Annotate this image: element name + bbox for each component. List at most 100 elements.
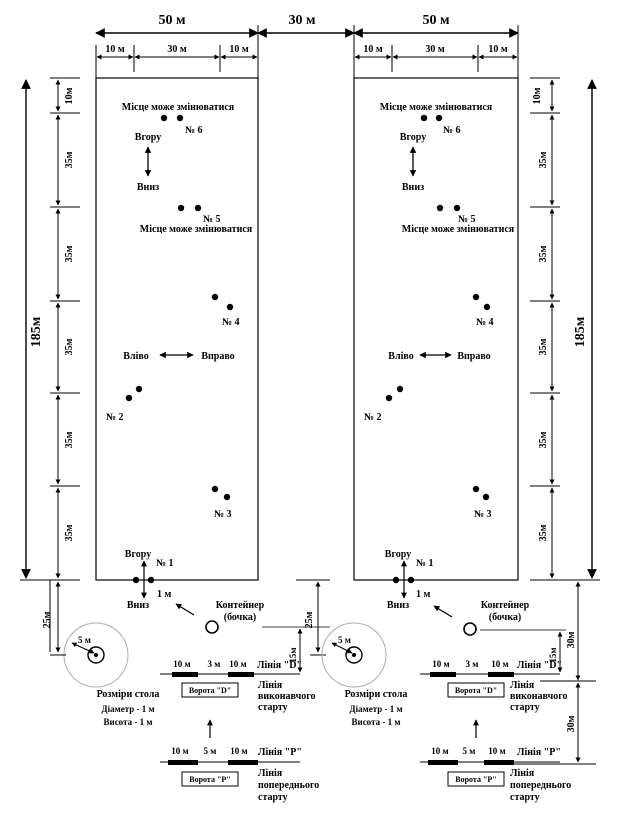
- exec-start-3-right: старту: [510, 702, 540, 713]
- dim-mid-v25: 25м: [304, 611, 315, 628]
- left-bottom-area: 5 м Розміри стола Діаметр - 1 м Висота -…: [50, 600, 330, 803]
- label-n4-left: № 4: [222, 317, 240, 328]
- pre-start-2-left: попереднього: [258, 780, 319, 791]
- course-left: [95, 77, 259, 581]
- dim-left-v35-5: 35м: [64, 524, 75, 541]
- place-may-change-5-left: Місце може змінюватися: [140, 224, 253, 235]
- gate-d-box-left: [181, 682, 239, 698]
- container-label1-right: Контейнер: [481, 600, 530, 611]
- label-n1-right: № 1: [416, 558, 434, 569]
- seg10-p2-left: 10 м: [230, 746, 247, 756]
- table-5m-right: 5 м: [338, 635, 351, 645]
- label-down-bottom-right: Вниз: [387, 600, 409, 611]
- gate-p-left: Ворота "Р": [189, 775, 230, 784]
- container-label2-left: (бочка): [224, 612, 257, 623]
- seg10-d2-left: 10 м: [229, 659, 246, 669]
- seg10-p1-right: 10 м: [431, 746, 448, 756]
- dim-15m-left: 15м: [288, 647, 298, 662]
- label-n3-right: № 3: [474, 509, 492, 520]
- label-n2-left: № 2: [106, 412, 124, 423]
- dim-right-v35-2: 35м: [538, 245, 549, 262]
- seg10-d1-left: 10 м: [173, 659, 190, 669]
- exec-start-1-right: Лінія: [510, 680, 535, 691]
- dim-right-30: 30 м: [425, 44, 445, 55]
- pre-start-1-left: Лінія: [258, 768, 283, 779]
- table-title-right: Розміри стола: [345, 689, 408, 700]
- left-course-contents: Місце може змінюватися № 6 Вгору Вниз № …: [106, 102, 253, 611]
- label-n2-right: № 2: [364, 412, 382, 423]
- dim-right-50: 50 м: [422, 13, 450, 28]
- line-d-post1-right: [430, 672, 456, 677]
- table-diam-right: Діаметр - 1 м: [349, 704, 402, 714]
- seg5-p-left: 5 м: [204, 746, 217, 756]
- table-diam-left: Діаметр - 1 м: [101, 704, 154, 714]
- table-5m-left: 5 м: [78, 635, 91, 645]
- gate-d-box-right: [447, 682, 505, 698]
- label-up-right: Вгору: [400, 132, 426, 143]
- top-dimensions: 50 м 30 м 50 м 10 м 30 м 10 м 10 м 30 м …: [95, 13, 519, 78]
- dim-left-30: 30 м: [167, 44, 187, 55]
- dim-left-v35-1: 35м: [64, 151, 75, 168]
- middle-dimension: 25м: [296, 579, 330, 656]
- dim-right-v35-3: 35м: [538, 338, 549, 355]
- label-down-left: Вниз: [137, 182, 159, 193]
- label-n3-left: № 3: [214, 509, 232, 520]
- seg10-p2-right: 10 м: [488, 746, 505, 756]
- gate-d-right: Ворота "D": [455, 686, 497, 695]
- label-right-right: Вправо: [457, 351, 490, 362]
- line-p-post2-left: [228, 760, 258, 765]
- label-down-right: Вниз: [402, 182, 424, 193]
- line-d-label-right: Лінія "D": [517, 660, 562, 671]
- line-d-label-left: Лінія "D": [257, 660, 302, 671]
- dim-left-50: 50 м: [158, 13, 186, 28]
- dim-right-v30b: 30м: [566, 715, 577, 732]
- seg10-d1-right: 10 м: [432, 659, 449, 669]
- seg3-d-right: 3 м: [466, 659, 479, 669]
- dim-left-v35-4: 35м: [64, 431, 75, 448]
- label-1m-right: 1 м: [416, 589, 431, 600]
- place-may-change-6-left: Місце може змінюватися: [122, 102, 235, 113]
- container-barrel-right: [463, 622, 477, 636]
- gate-p-right: Ворота "Р": [455, 775, 496, 784]
- exec-start-3-left: старту: [258, 702, 288, 713]
- dim-left-v35-2: 35м: [64, 245, 75, 262]
- table-height-left: Висота - 1 м: [104, 717, 153, 727]
- pre-start-1-right: Лінія: [510, 768, 535, 779]
- left-vertical-dimensions: 185м 10м 35м 35м 35м 35м 35м 25м: [20, 77, 80, 653]
- line-p-post1-left: [168, 760, 198, 765]
- line-d-post2-left: [228, 672, 254, 677]
- label-n6-right: № 6: [443, 125, 461, 136]
- line-d-post1-left: [172, 672, 198, 677]
- dim-height-right: 185м: [573, 316, 588, 347]
- right-vertical-dimensions: 185м 10м 35м 35м 35м 35м 35м 30м 30м: [500, 77, 600, 765]
- table-title-left: Розміри стола: [97, 689, 160, 700]
- line-p-post1-right: [428, 760, 458, 765]
- dim-right-v35-1: 35м: [538, 151, 549, 168]
- label-right-left: Вправо: [201, 351, 234, 362]
- dim-right-v35-5: 35м: [538, 524, 549, 541]
- label-up-bottom-left: Вгору: [125, 549, 151, 560]
- label-up-left: Вгору: [135, 132, 161, 143]
- table-outer-circle-right: [321, 622, 387, 688]
- dim-gap-30: 30 м: [288, 13, 316, 28]
- place-may-change-5-right: Місце може змінюватися: [402, 224, 515, 235]
- dim-left-v10: 10м: [64, 87, 75, 104]
- dim-right-v10: 10м: [532, 87, 543, 104]
- dim-left-v35-3: 35м: [64, 338, 75, 355]
- seg3-d-left: 3 м: [208, 659, 221, 669]
- label-n4-right: № 4: [476, 317, 494, 328]
- label-n6-left: № 6: [185, 125, 203, 136]
- label-up-bottom-right: Вгору: [385, 549, 411, 560]
- container-barrel-left: [205, 620, 219, 634]
- table-circle-left: [87, 646, 105, 664]
- label-n5-left: № 5: [203, 214, 221, 225]
- exec-start-1-left: Лінія: [258, 680, 283, 691]
- marker-6a: [160, 114, 168, 122]
- gate-p-box-left: [181, 771, 239, 787]
- container-label1-left: Контейнер: [216, 600, 265, 611]
- marker-6b: [176, 114, 184, 122]
- line-p-label-right: Лінія "Р": [517, 747, 561, 758]
- right-course-contents: Місце може змінюватися № 6 Вгору Вниз № …: [364, 102, 515, 611]
- gate-d-left: Ворота "D": [189, 686, 231, 695]
